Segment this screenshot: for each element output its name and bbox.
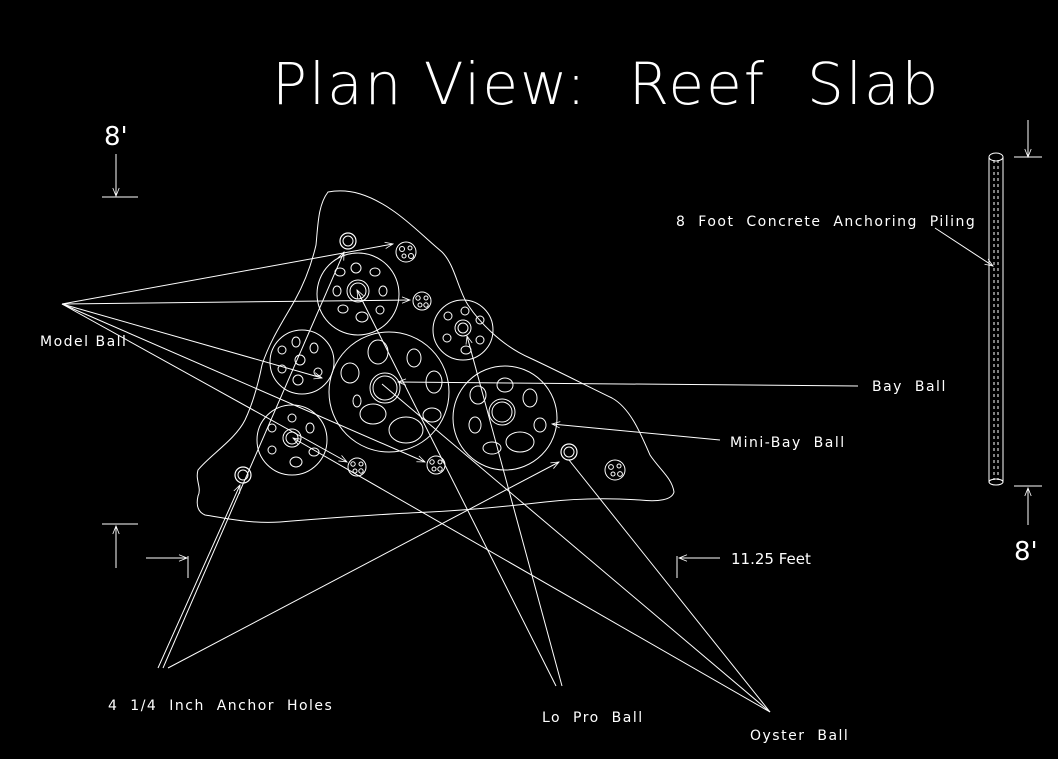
mini-bay-ball-lower-left	[256, 404, 328, 476]
mini-bay-ball-left	[269, 329, 335, 395]
anchor-hole-2	[234, 466, 252, 484]
model-ball-3	[347, 457, 367, 477]
model-ball-label: Model Ball	[40, 334, 127, 350]
slab-width-dimension	[146, 554, 720, 578]
anchor-hole-1	[339, 232, 357, 250]
model-ball-1	[395, 241, 417, 263]
anchor-holes-label: 4 1/4 Inch Anchor Holes	[108, 698, 333, 714]
mini-bay-ball-top	[316, 252, 400, 336]
piling-label: 8 Foot Concrete Anchoring Piling	[676, 214, 976, 230]
anchor-hole-3	[560, 443, 578, 461]
mini-bay-ball-label: Mini-Bay Ball	[730, 435, 846, 451]
model-ball-5	[604, 459, 626, 481]
oyster-ball-leaders	[292, 383, 771, 713]
bay-ball	[328, 331, 450, 453]
model-ball-2	[412, 291, 432, 311]
drawing-title: Plan View: Reef Slab	[272, 50, 940, 118]
bay-ball-leader	[396, 378, 859, 387]
reef-slab-outline	[196, 190, 675, 523]
bay-ball-label: Bay Ball	[872, 379, 947, 395]
slab-height-label: 8'	[104, 122, 128, 152]
lo-pro-ball-label: Lo Pro Ball	[542, 710, 644, 726]
mini-bay-ball-leader	[550, 421, 721, 441]
piling-leader	[934, 227, 994, 267]
bay-ball-right	[452, 365, 558, 471]
lo-pro-ball-leaders	[356, 289, 563, 687]
oyster-ball-label: Oyster Ball	[750, 728, 849, 744]
slab-height-dimension	[102, 154, 138, 568]
piling-dimension-label: 8'	[1014, 537, 1038, 567]
mini-bay-ball-right	[432, 299, 494, 361]
concrete-piling	[988, 152, 1004, 486]
slab-width-label: 11.25 Feet	[731, 550, 811, 568]
piling-dimension-arrows	[1014, 120, 1042, 525]
anchor-holes-leaders	[157, 251, 560, 669]
model-ball-leaders	[61, 241, 426, 463]
